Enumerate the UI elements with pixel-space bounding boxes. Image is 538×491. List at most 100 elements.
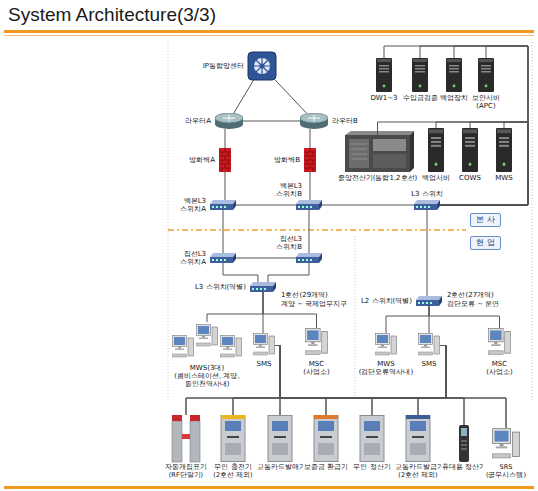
pc-icon [489, 329, 511, 355]
line-label: 검단오류 ~ 운연 [447, 300, 499, 309]
region-box: 현 업 [470, 236, 501, 250]
label-group: L3 스위치(역별) [195, 283, 246, 291]
line-label: 2호선(27개역) [447, 291, 494, 300]
connector-line [236, 258, 296, 259]
label-group: 라우터B [332, 117, 358, 125]
device-node: SMS [253, 333, 275, 358]
device-node: 방화벽A [219, 148, 231, 172]
connector-line [436, 122, 528, 205]
node-label: 교통카드발급기 (2호선 제외) [395, 464, 441, 479]
label-group: MWS(3대)(콤비스테이션, 계양, 동인천역사내) [170, 364, 244, 388]
switch-icon [296, 200, 322, 210]
node-label: 방화벽A [189, 156, 215, 164]
connector-line [418, 346, 446, 416]
node-label: 라우터A [185, 117, 211, 125]
node-label: 백업서버 [422, 174, 450, 182]
label-group: 방화벽A [189, 156, 215, 164]
node-label: 교통카드발매기 [257, 464, 303, 472]
label-group: 무인 정산기 [353, 464, 390, 472]
switch-icon [210, 200, 236, 210]
label-group: MWS (검단오류역사내) [356, 360, 416, 376]
node-label: 방화벽B [274, 156, 300, 164]
connector-line [275, 346, 464, 426]
switch-icon [414, 200, 440, 210]
pc-icon [254, 334, 275, 356]
connector-line [243, 121, 300, 122]
device-node: L2 스위치(역별) [416, 296, 442, 306]
ip-center-icon [248, 52, 276, 80]
device-node: 교통카드발급기 (2호선 제외) [404, 415, 432, 462]
router-icon [300, 113, 328, 129]
connector-line [233, 346, 446, 416]
pc-icon [493, 429, 520, 458]
node-label: 백업장치 [440, 94, 468, 102]
label-group: SMS [422, 360, 437, 368]
node-label: 본 사 [476, 215, 495, 225]
connector-line [427, 210, 428, 296]
device-node: 보안서버 (APC) [478, 58, 494, 92]
node-label: 백본L3 스위치B [266, 182, 302, 198]
device-node: SMS [418, 333, 440, 358]
label-group: 보증금 환급기 [304, 464, 348, 472]
connector-line [440, 346, 464, 426]
node-label: 무인 정산기 [353, 464, 390, 472]
device-node: 집선L3 스위치A [210, 253, 236, 263]
label-group: IP통합망센터 [203, 62, 244, 70]
label-group: DW1~3 [370, 94, 397, 102]
device-node: 휴대용 정산기 [457, 425, 471, 462]
kiosk-accent [221, 415, 245, 419]
device-node: MWS (검단오류역사내) [375, 333, 397, 358]
node-label: 중앙전산기(통합1,2호선) [338, 174, 418, 182]
device-node: 교통카드발매기 [266, 415, 294, 462]
node-label: L2 스위치(역별) [361, 297, 412, 305]
node-label: 보증금 환급기 [304, 464, 348, 472]
label-group: 교통카드발매기 [257, 464, 303, 472]
device-node: 라우터A [215, 113, 243, 129]
connector-line [429, 306, 500, 328]
label-group: 백본L3 스위치A [170, 197, 206, 213]
node-label: 수입금검증 [403, 94, 438, 102]
connector-line [225, 129, 226, 148]
node-label: SRS (공무시스템) [483, 464, 529, 479]
server-icon [462, 128, 478, 172]
device-node: MSC (사업소) [305, 328, 328, 358]
device-node: 백본L3 스위치A [210, 200, 236, 210]
node-label: 보안서버 (APC) [468, 94, 504, 110]
pc-icon [173, 336, 194, 358]
connector-line [225, 172, 226, 200]
device-node: 자동개집표기 (RF단말기) [172, 415, 200, 462]
pc-icon [306, 329, 328, 355]
connector-line [326, 346, 446, 416]
connector-line [234, 80, 254, 113]
device-node: IP통합망센터 [248, 52, 276, 80]
site-divider [168, 229, 466, 231]
device-node: 수입금검증 [412, 58, 428, 92]
label-group: L2 스위치(역별) [361, 297, 412, 305]
node-label: (콤비스테이션, 계양, 동인천역사내) [170, 372, 244, 388]
device-node: MSC (사업소) [488, 328, 511, 358]
node-label: MWS (검단오류역사내) [356, 360, 416, 376]
node-label: MSC (사업소) [302, 360, 332, 376]
label-group: SMS [257, 360, 272, 368]
connector-line [275, 80, 306, 113]
device-node: 중앙전산기(통합1,2호선) [345, 135, 410, 172]
label-group: 집선L3 스위치B [266, 235, 302, 251]
node-label: SMS [257, 360, 272, 368]
region-box: 본 사 [470, 213, 501, 227]
device-node: SRS (공무시스템) [492, 428, 520, 462]
device-node: 라우터B [300, 113, 328, 129]
kiosk-icon [406, 416, 430, 462]
connector-line [310, 172, 311, 200]
label-group: 방화벽B [274, 156, 300, 164]
connector-line [207, 292, 263, 322]
line-label: 계양 ~ 국제업무지구 [281, 300, 347, 309]
firewall-icon [304, 148, 316, 172]
label-group: 백본L3 스위치B [266, 182, 302, 198]
pc-icon [376, 334, 397, 356]
node-label: 백본L3 스위치A [170, 197, 206, 213]
node-label: DW1~3 [370, 94, 397, 102]
label-group: 집선L3 스위치A [170, 250, 206, 266]
kiosk-accent [406, 415, 430, 419]
node-label: 현 업 [476, 238, 495, 248]
label-group: MSC (사업소) [302, 360, 332, 376]
